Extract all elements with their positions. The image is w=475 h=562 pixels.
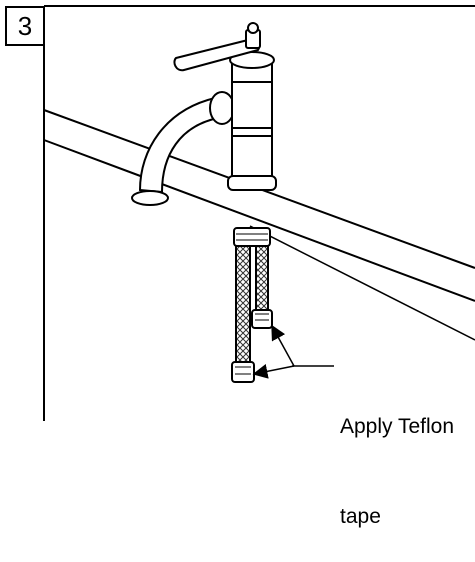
instruction-illustration [43, 5, 475, 421]
hose-nut-right [251, 309, 273, 329]
callout-label: Apply Teflon tape [340, 352, 454, 562]
panel-frame [43, 5, 475, 421]
arrow-to-upper-nut [271, 324, 295, 367]
shank [233, 227, 271, 247]
supply-hoses [231, 245, 273, 383]
callout-arrows [252, 324, 334, 379]
faucet [131, 22, 277, 206]
hose-left [235, 245, 251, 365]
hose-right [255, 245, 269, 313]
callout-line-2: tape [340, 505, 381, 528]
arrow-to-lower-nut [252, 363, 295, 379]
hose-nut-left [231, 361, 255, 383]
step-number: 3 [5, 6, 45, 46]
callout-line-1: Apply Teflon [340, 415, 455, 438]
